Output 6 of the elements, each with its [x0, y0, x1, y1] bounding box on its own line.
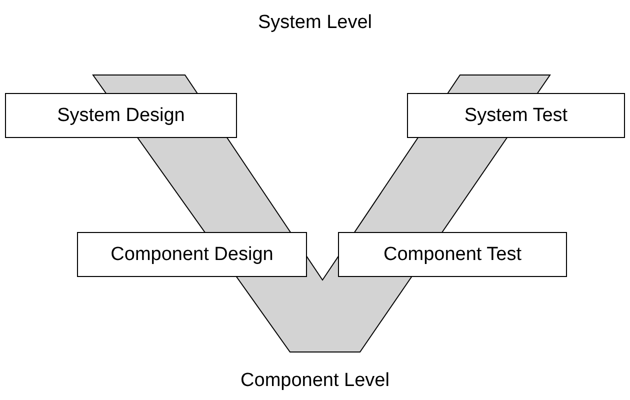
- process-box: Component Test: [338, 232, 567, 277]
- process-box: Component Design: [77, 232, 307, 277]
- level-label: Component Level: [240, 370, 390, 392]
- process-box: System Test: [407, 93, 625, 138]
- level-label: System Level: [258, 12, 372, 34]
- process-box: System Design: [5, 93, 237, 138]
